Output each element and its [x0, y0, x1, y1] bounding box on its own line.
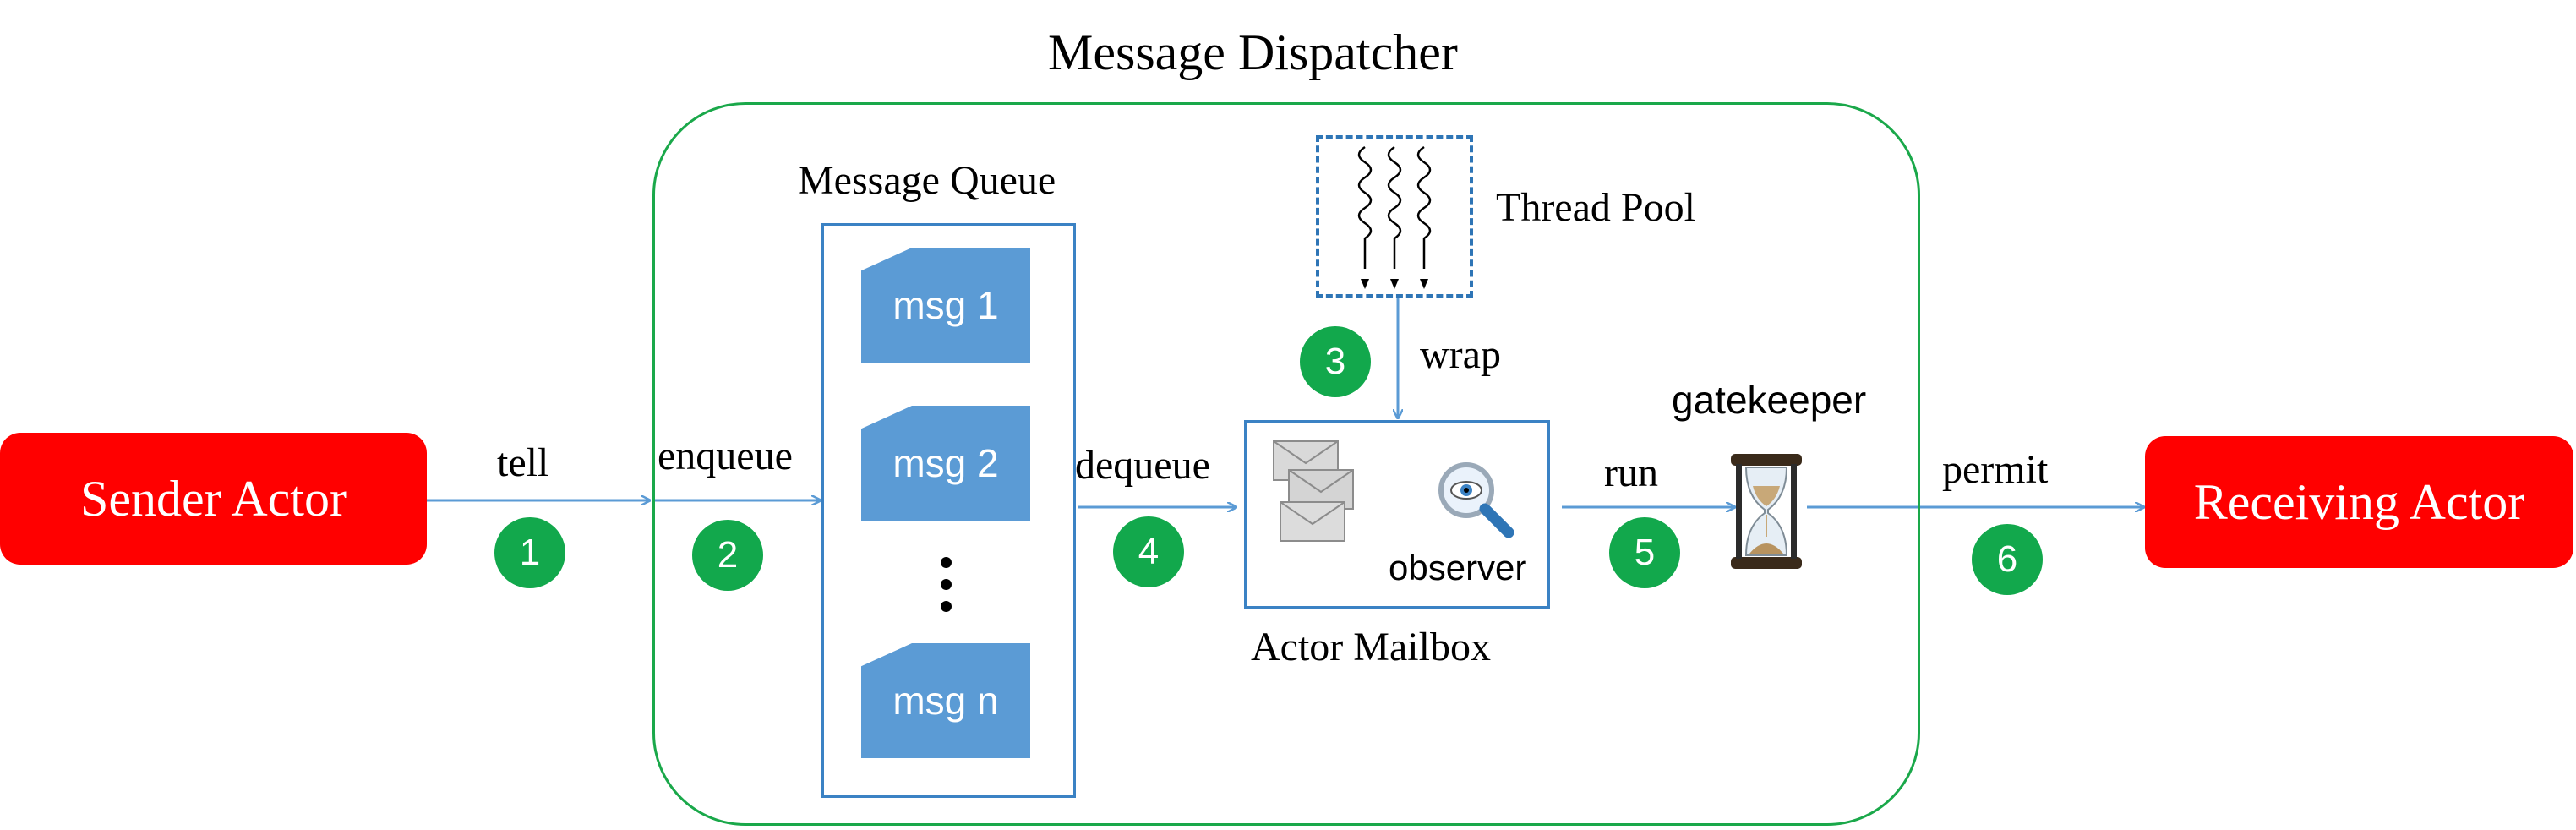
step-label-wrap: wrap: [1420, 332, 1501, 377]
ellipsis-dot: [941, 601, 952, 612]
observer-magnifier-icon: [1438, 462, 1514, 538]
thread-squiggle-icon: [1357, 145, 1432, 289]
thread-pool-box: [1316, 135, 1473, 298]
envelopes-icon: [1273, 440, 1354, 542]
message-dispatcher-box: [652, 102, 1920, 826]
step-badge-6: 6: [1972, 524, 2043, 595]
message-queue-label: Message Queue: [798, 158, 1056, 203]
actor-mailbox-box: observer: [1244, 420, 1550, 609]
step-badge-2: 2: [692, 520, 763, 591]
queue-message-n: msg n: [861, 643, 1030, 758]
thread-pool-label: Thread Pool: [1496, 185, 1695, 230]
step-label-dequeue: dequeue: [1075, 443, 1210, 488]
ellipsis-dot: [941, 579, 952, 590]
gatekeeper-label: gatekeeper: [1672, 378, 1867, 422]
dispatcher-title: Message Dispatcher: [1048, 25, 1458, 80]
step-label-run: run: [1604, 450, 1658, 495]
step-badge-3: 3: [1300, 326, 1371, 397]
queue-message-1: msg 1: [861, 248, 1030, 363]
observer-label: observer: [1389, 548, 1527, 587]
step-label-permit: permit: [1942, 447, 2049, 492]
step-label-tell: tell: [497, 440, 549, 485]
step-badge-1: 1: [494, 517, 565, 588]
ellipsis-dot: [941, 557, 952, 568]
message-queue-box: msg 1 msg 2 msg n: [821, 223, 1076, 798]
sender-actor: Sender Actor: [0, 433, 427, 565]
hourglass-icon: [1731, 454, 1802, 569]
step-badge-4: 4: [1113, 516, 1184, 587]
queue-message-2: msg 2: [861, 406, 1030, 521]
step-label-enqueue: enqueue: [658, 434, 793, 478]
actor-mailbox-label: Actor Mailbox: [1251, 625, 1491, 669]
receiving-actor: Receiving Actor: [2145, 436, 2573, 568]
step-badge-5: 5: [1609, 517, 1680, 588]
